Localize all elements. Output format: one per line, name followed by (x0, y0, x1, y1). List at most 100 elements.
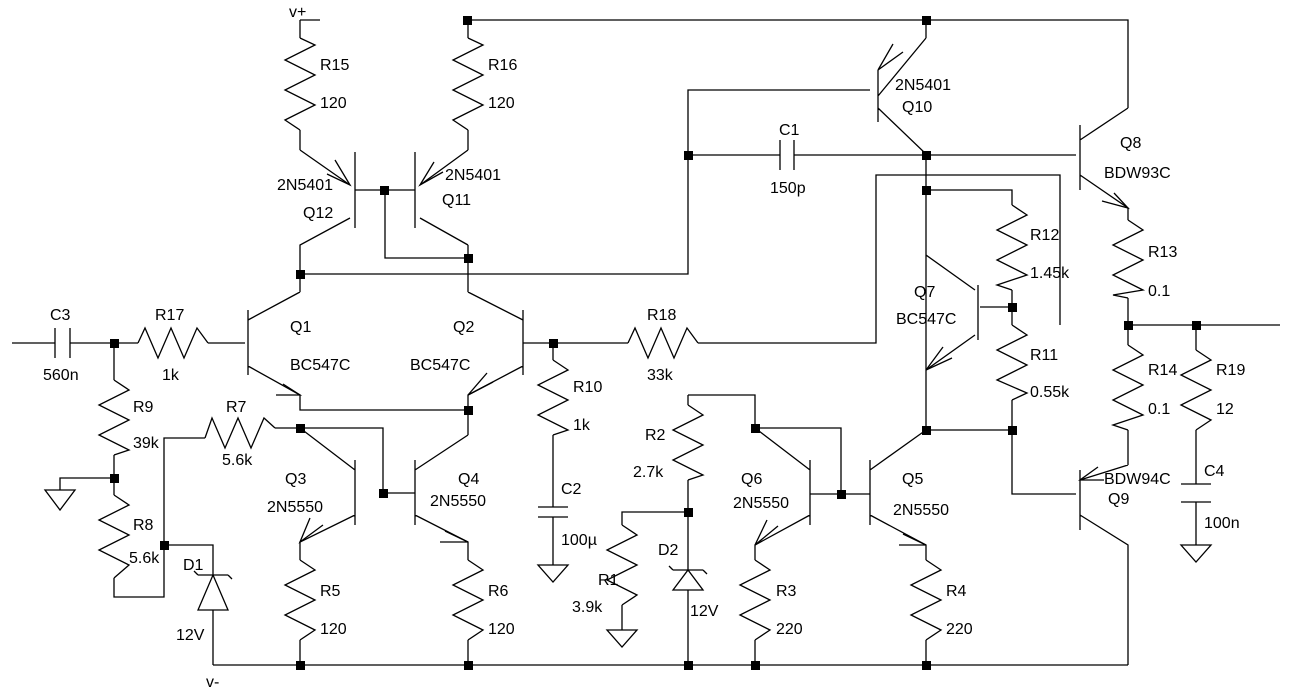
value-c4: 100n (1204, 515, 1240, 532)
value-d1: 12V (176, 627, 205, 644)
ref-r16: R16 (488, 57, 517, 74)
value-q1: BC547C (290, 357, 350, 374)
resistor-r8 (97, 494, 131, 579)
resistor-r13 (1111, 219, 1146, 299)
ref-q3: Q3 (285, 471, 306, 488)
ref-r17: R17 (155, 307, 184, 324)
value-q5: 2N5550 (893, 502, 949, 519)
resistor-r17 (137, 326, 209, 360)
resistor-r6 (451, 559, 485, 641)
ref-r1: R1 (598, 572, 619, 589)
ground-c4 (1179, 544, 1213, 563)
ref-r11: R11 (1030, 347, 1058, 364)
ref-r19: R19 (1216, 362, 1245, 379)
value-r13: 0.1 (1148, 283, 1170, 300)
resistor-r12 (994, 204, 1029, 291)
ref-r15: R15 (320, 57, 349, 74)
resistor-r9 (97, 379, 131, 456)
rail-vplus-label: v+ (289, 4, 306, 21)
ref-q6: Q6 (741, 471, 762, 488)
ref-c3: C3 (50, 307, 71, 324)
value-r11: 0.55k (1030, 384, 1070, 401)
capacitor-c3 (54, 328, 71, 358)
labels: v+ v- R15 120 R16 120 Q12 2N5401 Q11 2N5… (43, 4, 1245, 691)
resistor-r15 (283, 37, 317, 131)
ref-c2: C2 (561, 481, 582, 498)
resistor-r1 (605, 524, 639, 606)
ground-symbols (43, 489, 1213, 648)
value-q6: 2N5550 (733, 495, 789, 512)
ref-q10: Q10 (902, 99, 932, 116)
ref-d1: D1 (183, 557, 204, 574)
value-q8: BDW93C (1104, 165, 1171, 182)
ref-q9: Q9 (1108, 491, 1129, 508)
resistor-r3 (738, 559, 772, 641)
value-q4: 2N5550 (430, 493, 486, 510)
ground-r1 (605, 629, 639, 648)
value-q12: 2N5401 (277, 177, 333, 194)
value-r6: 120 (488, 621, 515, 638)
ref-q12: Q12 (303, 205, 333, 222)
value-r19: 12 (1216, 401, 1234, 418)
resistor-r16 (451, 37, 485, 131)
value-q10: 2N5401 (895, 77, 951, 94)
resistor-r2 (671, 404, 705, 481)
ref-q4: Q4 (458, 471, 479, 488)
ref-q11: Q11 (442, 192, 471, 209)
value-c3: 560n (43, 367, 79, 384)
ref-r7: R7 (226, 399, 247, 416)
capacitors (54, 140, 1211, 518)
capacitor-c2 (538, 506, 568, 518)
value-r2: 2.7k (633, 464, 664, 481)
value-c1: 150p (770, 180, 806, 197)
ref-r14: R14 (1148, 362, 1177, 379)
value-r1: 3.9k (572, 599, 603, 616)
ref-q5: Q5 (902, 471, 923, 488)
value-r10: 1k (573, 417, 591, 434)
ref-q2: Q2 (453, 319, 474, 336)
value-d2: 12V (690, 603, 719, 620)
value-r7: 5.6k (222, 452, 253, 469)
resistor-r4 (909, 559, 943, 641)
ref-c4: C4 (1204, 463, 1225, 480)
value-r9: 39k (133, 435, 160, 452)
ground-r9-r8 (43, 489, 77, 512)
value-r16: 120 (488, 95, 515, 112)
value-r18: 33k (647, 367, 674, 384)
value-c2: 100µ (561, 532, 597, 549)
ref-r9: R9 (133, 399, 154, 416)
resistor-r14 (1110, 344, 1145, 431)
ref-q7: Q7 (914, 284, 935, 301)
emitter-arrows (276, 43, 1131, 546)
resistor-r11 (995, 324, 1029, 401)
value-r12: 1.45k (1030, 265, 1070, 282)
ref-r12: R12 (1030, 227, 1059, 244)
ref-r5: R5 (320, 583, 341, 600)
value-r15: 120 (320, 95, 347, 112)
value-r17: 1k (162, 367, 180, 384)
value-r8: 5.6k (129, 550, 160, 567)
ref-r10: R10 (573, 379, 602, 396)
ref-r3: R3 (776, 583, 797, 600)
ground-c2 (536, 564, 570, 583)
ref-r8: R8 (133, 517, 154, 534)
value-q11: 2N5401 (445, 167, 501, 184)
capacitor-c4 (1181, 483, 1211, 503)
zener-d2 (668, 565, 708, 591)
ref-c1: C1 (779, 122, 800, 139)
value-r5: 120 (320, 621, 347, 638)
ref-r18: R18 (647, 307, 676, 324)
resistor-r10 (536, 359, 570, 436)
ref-q1: Q1 (290, 319, 311, 336)
resistor-r7 (204, 416, 276, 450)
ref-r13: R13 (1148, 244, 1177, 261)
junction-dots (110, 16, 1201, 670)
value-q9: BDW94C (1104, 471, 1171, 488)
value-q7: BC547C (896, 311, 956, 328)
ref-r2: R2 (645, 427, 666, 444)
resistor-r5 (283, 559, 317, 641)
resistors (97, 37, 1213, 641)
value-r3: 220 (776, 621, 803, 638)
ref-r6: R6 (488, 583, 509, 600)
value-q2: BC547C (410, 357, 470, 374)
